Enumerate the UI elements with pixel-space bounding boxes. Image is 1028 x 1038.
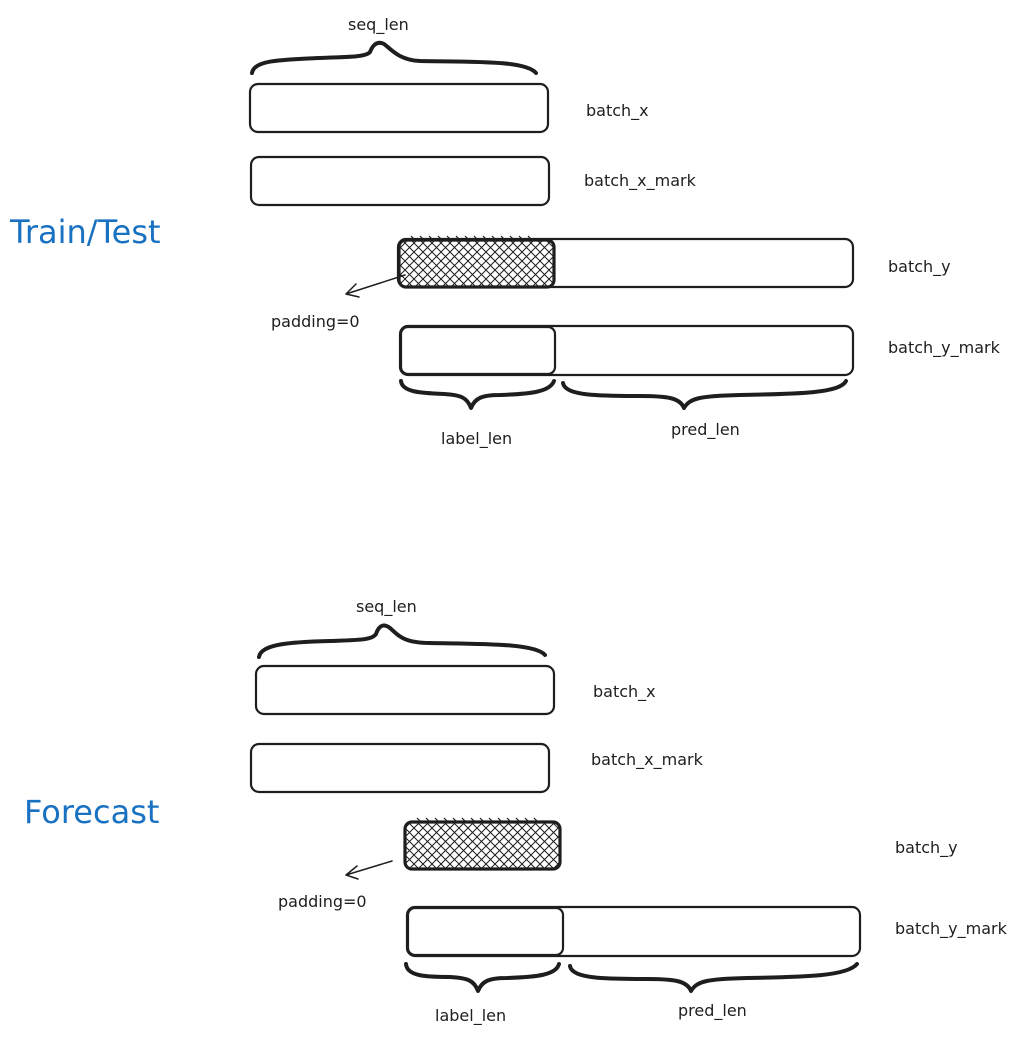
- batch-x-box: [248, 82, 550, 134]
- batch-y-mark-label-segment: [406, 906, 565, 957]
- seq-len-brace: [250, 40, 538, 75]
- batch-y-label-hatched-segment: [403, 820, 562, 871]
- seq-len-label: seq_len: [356, 597, 417, 617]
- batch-x-mark-label: batch_x_mark: [584, 171, 697, 191]
- batch-y-mark-label: batch_y_mark: [895, 919, 1008, 939]
- seq-len-brace: [257, 623, 547, 659]
- label-len-label: label_len: [441, 429, 512, 449]
- batch-y-label: batch_y: [895, 838, 958, 858]
- batch-x-mark-box: [249, 742, 551, 794]
- padding-arrow: [345, 274, 406, 298]
- batch-y-mark-label-segment: [399, 325, 557, 376]
- batch-y-mark-label: batch_y_mark: [888, 338, 1001, 358]
- section-forecast: Forecast seq_len batch_x batch_x_mark ba…: [24, 597, 1008, 1026]
- pred-len-brace: [561, 379, 848, 410]
- pred-len-label: pred_len: [671, 420, 740, 440]
- padding-arrow: [345, 860, 393, 880]
- section-title-train-test: Train/Test: [9, 213, 161, 251]
- pred-len-brace: [568, 962, 859, 993]
- batch-x-label: batch_x: [586, 101, 649, 121]
- batch-x-label: batch_x: [593, 682, 656, 702]
- section-train-test: Train/Test seq_len batch_x batch_x_mark …: [9, 15, 1001, 449]
- batch-x-box: [254, 664, 556, 716]
- section-title-forecast: Forecast: [24, 793, 159, 831]
- padding-label: padding=0: [278, 892, 367, 911]
- batch-y-hatch-ticks: [410, 235, 533, 241]
- padding-label: padding=0: [271, 312, 360, 331]
- batch-x-mark-box: [249, 155, 551, 207]
- label-len-label: label_len: [435, 1006, 506, 1026]
- pred-len-label: pred_len: [678, 1001, 747, 1021]
- label-len-brace: [404, 962, 561, 993]
- label-len-brace: [399, 379, 556, 410]
- batch-y-label-hatched-segment: [397, 238, 556, 289]
- batch-y-hatch-ticks: [416, 817, 539, 823]
- batch-y-label: batch_y: [888, 257, 951, 277]
- batch-x-mark-label: batch_x_mark: [591, 750, 704, 770]
- seq-len-label: seq_len: [348, 15, 409, 35]
